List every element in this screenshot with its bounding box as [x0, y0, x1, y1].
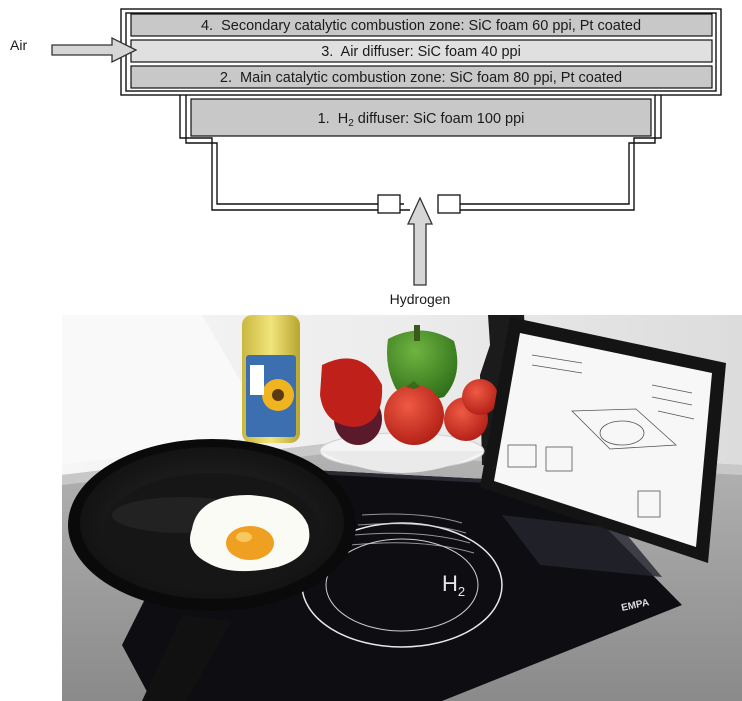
layer-4-secondary-combustion: 4. Secondary catalytic combustion zone: … — [130, 13, 713, 37]
layer-1-h2-diffuser: 1. H2 diffuser: SiC foam 100 ppi — [190, 98, 652, 137]
air-arrow-icon — [51, 36, 138, 64]
layer-2-text: Main catalytic combustion zone: SiC foam… — [240, 70, 622, 86]
air-label: Air — [10, 37, 27, 53]
layer-1-number: 1. — [318, 111, 330, 127]
svg-text:2. Main catalytic combus: 2. Main catalytic combustion zone: SiC f… — [220, 70, 622, 86]
layer-2-main-combustion: 2. Main catalytic combustion zone: SiC f… — [130, 65, 713, 89]
svg-text:4. Secondary catalytic c: 4. Secondary catalytic combustion zone: … — [201, 18, 641, 34]
layer-3-air-diffuser: 3. Air diffuser: SiC foam 40 ppi — [130, 39, 713, 63]
burner-schematic: 4. Secondary catalytic combustion zone: … — [10, 8, 722, 307]
layer-4-number: 4. — [201, 18, 213, 34]
layer-4-text: Secondary catalytic combustion zone: SiC… — [221, 18, 641, 34]
layer-1-text-prefix: H — [338, 111, 348, 127]
tablet-with-schematic — [480, 317, 726, 563]
svg-text:1. H2 diffuser: SiC foam: 1. H2 diffuser: SiC foam 100 ppi — [318, 111, 525, 129]
hydrogen-arrow-icon — [406, 196, 434, 286]
layer-1-subscript: 2 — [348, 118, 354, 129]
vegetable-bowl — [319, 325, 498, 473]
oil-bottle — [242, 315, 300, 443]
housing-outline — [120, 8, 722, 211]
layer-3-number: 3. — [321, 44, 333, 60]
hydrogen-label: Hydrogen — [390, 291, 451, 307]
svg-text:3. Air diffuser: SiC foa: 3. Air diffuser: SiC foam 40 ppi — [321, 44, 521, 60]
hob-h2-marking: H2 — [442, 571, 465, 599]
layer-3-text: Air diffuser: SiC foam 40 ppi — [341, 44, 521, 60]
layer-2-number: 2. — [220, 70, 232, 86]
fried-egg — [190, 495, 310, 572]
layer-1-text-suffix: diffuser: SiC foam 100 ppi — [354, 111, 525, 127]
hydrogen-hob-photo: H2 EMPA — [62, 315, 742, 701]
